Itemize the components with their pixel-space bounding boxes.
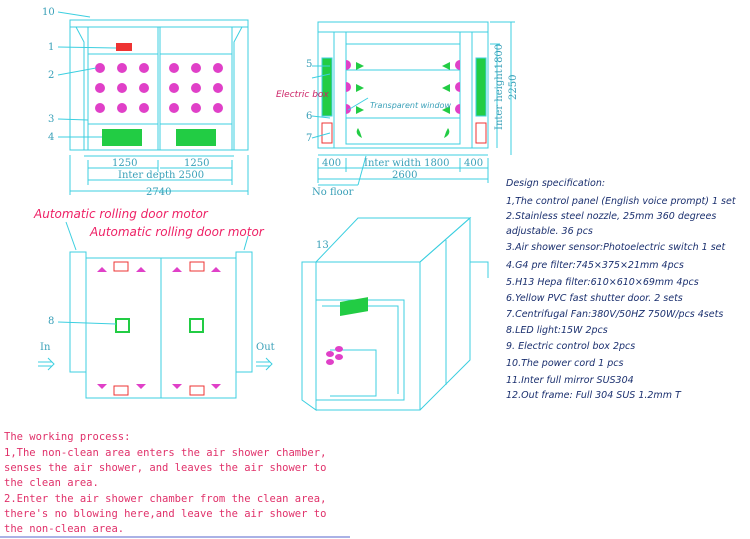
spec-line: 3.Air shower sensor:Photoelectric switch… [506, 242, 727, 253]
electric-box-label: Electric box [276, 90, 329, 100]
motor-label-2: Automatic rolling door motor [89, 225, 265, 239]
front-view [69, 19, 249, 195]
callout-4: 4 [48, 132, 54, 143]
plan-leaders [57, 221, 249, 325]
dim-total-height: 2250 [508, 75, 519, 100]
callout-6: 6 [306, 111, 312, 122]
dim-inter-height: Inter height1800 [494, 44, 505, 130]
callout-10: 10 [42, 7, 55, 18]
dim-inter-depth: Inter depth 2500 [118, 170, 204, 181]
side-leaders [311, 65, 369, 139]
spec-line: 2.Stainless steel nozzle, 25mm 360 degre… [506, 211, 716, 222]
electric-box-right [475, 57, 487, 117]
callout-3: 3 [48, 114, 54, 125]
isometric-view [301, 216, 489, 411]
spec-line: 7.Centrifugal Fan:380V/50HZ 750W/pcs 4se… [506, 309, 723, 320]
motor-label-1: Automatic rolling door motor [33, 207, 209, 221]
working-process: The working process: 1,The non-clean are… [4, 431, 326, 535]
control-panel [116, 43, 132, 51]
dim-total-depth: 2740 [146, 187, 171, 198]
spec-line: 9. Electric control box 2pcs [506, 341, 635, 352]
spec-line: adjustable. 36 pcs [506, 226, 593, 237]
spec-line: 10.The power cord 1 pcs [506, 358, 623, 369]
fan-left [321, 122, 333, 144]
dim-1250-right: 1250 [184, 158, 209, 169]
process-line: the non-clean area. [4, 523, 124, 535]
callout-13: 13 [316, 240, 329, 251]
pre-filter [176, 129, 216, 146]
spec-line: 6.Yellow PVC fast shutter door. 2 sets [506, 293, 683, 304]
plan-view [69, 251, 253, 399]
dim-400-left: 400 [322, 158, 341, 169]
airflow-arrows [356, 62, 450, 138]
in-arrow-icon [38, 357, 55, 371]
spec-line: 11.Inter full mirror SUS304 [506, 375, 634, 386]
process-title: The working process: [4, 431, 130, 443]
callout-7: 7 [306, 133, 312, 144]
process-line: there's no blowing here,and leave the ai… [4, 508, 326, 520]
iso-filter [340, 297, 368, 317]
spec-title: Design specification: [506, 178, 605, 189]
nozzle-grid [95, 63, 223, 113]
iso-nozzles [326, 346, 343, 365]
process-line: 1,The non-clean area enters the air show… [4, 447, 326, 459]
led-light [115, 318, 130, 333]
spec-line: 5.H13 Hepa filter:610×610×69mm 4pcs [506, 277, 699, 288]
plan-nozzles [97, 261, 221, 396]
front-leaders [57, 11, 117, 138]
out-label: Out [256, 342, 275, 353]
out-arrow-icon [256, 357, 273, 371]
fan-right [475, 122, 487, 144]
spec-block: Design specification: 1,The control pane… [506, 178, 737, 401]
no-floor-label: No floor [312, 187, 354, 198]
side-nozzles [346, 60, 460, 114]
dim-inter-width: Inter width 1800 [364, 158, 450, 169]
spec-line: 8.LED light:15W 2pcs [506, 325, 608, 336]
pre-filter [102, 129, 142, 146]
dim-1250-left: 1250 [112, 158, 137, 169]
callout-8: 8 [48, 316, 54, 327]
electric-box-left [321, 57, 333, 117]
in-label: In [40, 342, 51, 353]
dim-400-right: 400 [464, 158, 483, 169]
spec-line: 4.G4 pre filter:745×375×21mm 4pcs [506, 260, 684, 271]
spec-line: 1,The control panel (English voice promp… [506, 196, 737, 207]
callout-1: 1 [48, 42, 54, 53]
transparent-window-label: Transparent window [370, 101, 451, 110]
side-view [317, 21, 515, 186]
spec-line: 12.Out frame: Full 304 SUS 1.2mm T [506, 390, 682, 401]
dim-total-width: 2600 [392, 170, 417, 181]
process-line: the clean area. [4, 477, 99, 489]
process-line: senses the air shower, and leaves the ai… [4, 462, 326, 474]
callout-2: 2 [48, 70, 54, 81]
process-line: 2.Enter the air shower chamber from the … [4, 493, 326, 505]
led-light [189, 318, 204, 333]
callout-5: 5 [306, 59, 312, 70]
